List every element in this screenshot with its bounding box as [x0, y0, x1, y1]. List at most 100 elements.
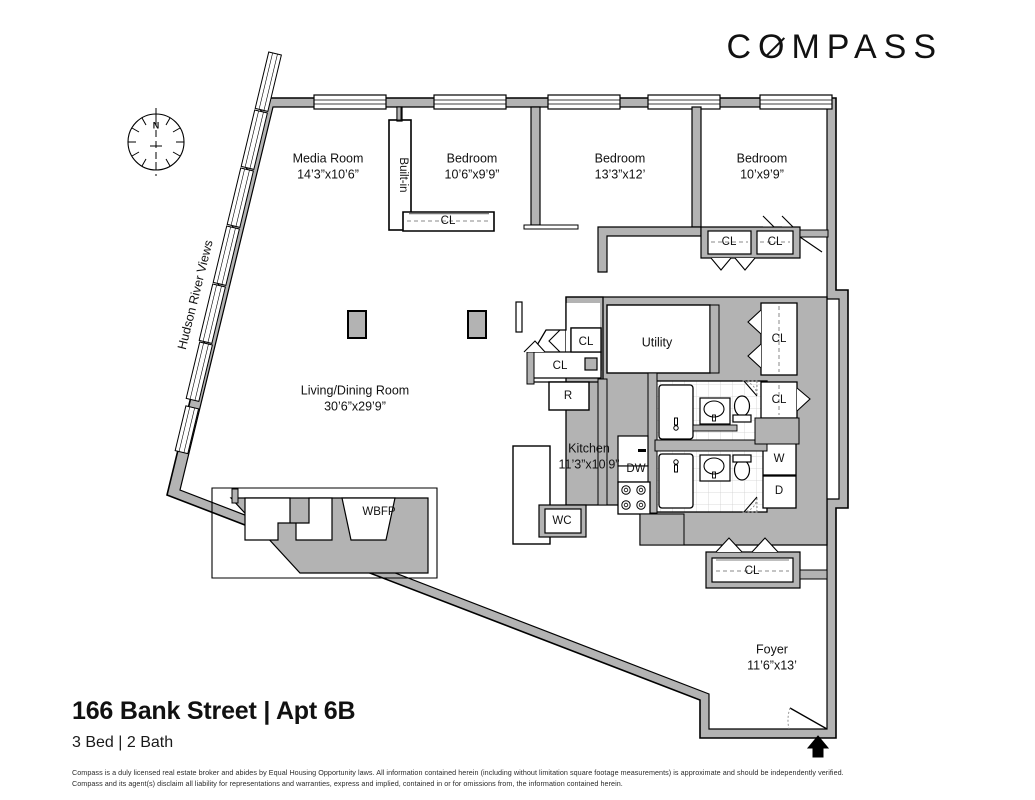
room-label-bedroom-3: Bedroom — [737, 151, 788, 165]
entrance-arrow — [806, 735, 830, 758]
window — [759, 94, 833, 110]
wall-stub — [515, 301, 523, 333]
fixture-label-closet-hall-upper: CL — [579, 336, 594, 348]
closet-door — [523, 340, 546, 353]
room-labels: Media Room 14’3”x10’6” Bedroom 10’6”x9’9… — [293, 151, 797, 672]
room-label-bedroom-1: Bedroom — [447, 151, 498, 165]
fixture-label-closet-hall-lower: CL — [553, 360, 568, 372]
room-dim-foyer: 11’6”x13’ — [747, 658, 797, 672]
fixture-labels: Built-in CL CL CL CL CL CL CL CL R DW WC… — [362, 157, 787, 577]
exterior-walls — [166, 97, 849, 739]
toilet — [733, 395, 751, 417]
window — [647, 94, 721, 110]
toilet — [733, 459, 751, 481]
room-dim-media-room: 14’3”x10’6” — [297, 167, 359, 181]
closet-door — [734, 257, 756, 271]
closet-door — [710, 257, 732, 271]
water-closet — [544, 508, 582, 534]
fixture-label-built-in: Built-in — [397, 157, 409, 192]
fixture-label-dryer: D — [775, 485, 783, 497]
room-dim-bedroom-2: 13’3”x12’ — [595, 167, 646, 181]
door-swing — [743, 380, 758, 397]
bath-divider — [654, 439, 768, 452]
closet-box — [707, 230, 752, 255]
fixture-label-refrigerator: R — [564, 390, 572, 402]
kitchen-wall — [597, 378, 608, 506]
column — [467, 310, 487, 339]
logo-text-mpass: MPASS — [791, 28, 943, 66]
room-label-media-room: Media Room — [293, 151, 364, 165]
compass-rose: N — [127, 108, 185, 176]
fixture-label-water-closet: WC — [552, 515, 571, 527]
room-label-living-dining: Living/Dining Room — [301, 383, 409, 397]
logo-text-c: C — [726, 28, 759, 66]
disclaimer-line-2: Compass and its agent(s) disclaim all li… — [72, 779, 623, 789]
dryer — [762, 475, 797, 509]
structural-columns — [347, 310, 487, 339]
room-dim-living-dining: 30’6”x29’9” — [324, 399, 386, 413]
fixture-label-closet-bedroom3: CL — [768, 236, 783, 248]
logo-letter-o: O — [758, 30, 791, 64]
floor-fixture — [584, 357, 598, 371]
foyer-closet-area — [705, 537, 828, 589]
sink — [703, 400, 725, 418]
fixture-label-closet-east-upper: CL — [772, 333, 787, 345]
closet-box — [711, 557, 794, 583]
closet-door — [762, 215, 776, 228]
faucet — [638, 449, 646, 452]
room-label-kitchen: Kitchen — [568, 441, 610, 455]
fixture-label-fireplace: WBFP — [362, 506, 396, 518]
closet-door — [548, 329, 561, 353]
column — [347, 310, 367, 339]
listing-address: 166 Bank Street | Apt 6B — [72, 697, 356, 725]
listing-beds-baths: 3 Bed | 2 Bath — [72, 733, 174, 751]
bathtub — [658, 453, 694, 509]
door-arc — [787, 707, 791, 730]
partition-bed2-bed3 — [691, 106, 702, 228]
sink — [703, 457, 725, 475]
closet-door — [747, 343, 762, 369]
window — [433, 94, 507, 110]
window-group-top — [313, 94, 833, 110]
room-dim-bedroom-1: 10’6”x9’9” — [445, 167, 500, 181]
washer — [762, 442, 797, 476]
disclaimer-line-1: Compass is a duly licensed real estate b… — [72, 768, 844, 777]
room-dim-bedroom-3: 10’x9’9” — [740, 167, 784, 181]
hall-wall-stub — [639, 513, 685, 546]
room-label-bedroom-2: Bedroom — [595, 151, 646, 165]
closet-door — [796, 387, 811, 412]
fixture-label-closet-foyer: CL — [745, 565, 760, 577]
closet-door — [781, 215, 795, 228]
room-label-utility: Utility — [642, 335, 673, 349]
fixture-label-closet-bedroom2: CL — [722, 236, 737, 248]
compass-north-label: N — [153, 120, 160, 130]
utility-room — [606, 304, 711, 374]
fireplace-notch — [244, 497, 333, 541]
fixture-label-closet-media-bedroom: CL — [441, 215, 456, 227]
bathtub — [658, 384, 694, 440]
entry-door — [787, 707, 828, 730]
firebox — [341, 497, 396, 541]
toilet-tank — [732, 454, 752, 463]
fireplace-area — [211, 487, 438, 579]
closet-door — [747, 309, 762, 335]
door-swing — [743, 496, 758, 513]
legal-disclaimer: Compass is a duly licensed real estate b… — [72, 767, 972, 789]
toilet-tank — [732, 414, 752, 423]
refrigerator — [548, 381, 590, 411]
fixture-label-washer: W — [774, 453, 785, 465]
room-label-foyer: Foyer — [756, 642, 788, 656]
window-group-west-diagonal — [174, 51, 282, 455]
partition-bed1-bed2 — [530, 106, 541, 226]
door-swing — [799, 236, 823, 253]
core-wall-chunk — [754, 417, 800, 445]
window — [547, 94, 621, 110]
listing-title-block: 166 Bank Street | Apt 6B 3 Bed | 2 Bath — [72, 697, 356, 752]
interior-walls-north — [388, 106, 829, 273]
fixture-label-dishwasher: DW — [626, 463, 645, 475]
window — [313, 94, 387, 110]
fixture-label-closet-east-lower: CL — [772, 394, 787, 406]
